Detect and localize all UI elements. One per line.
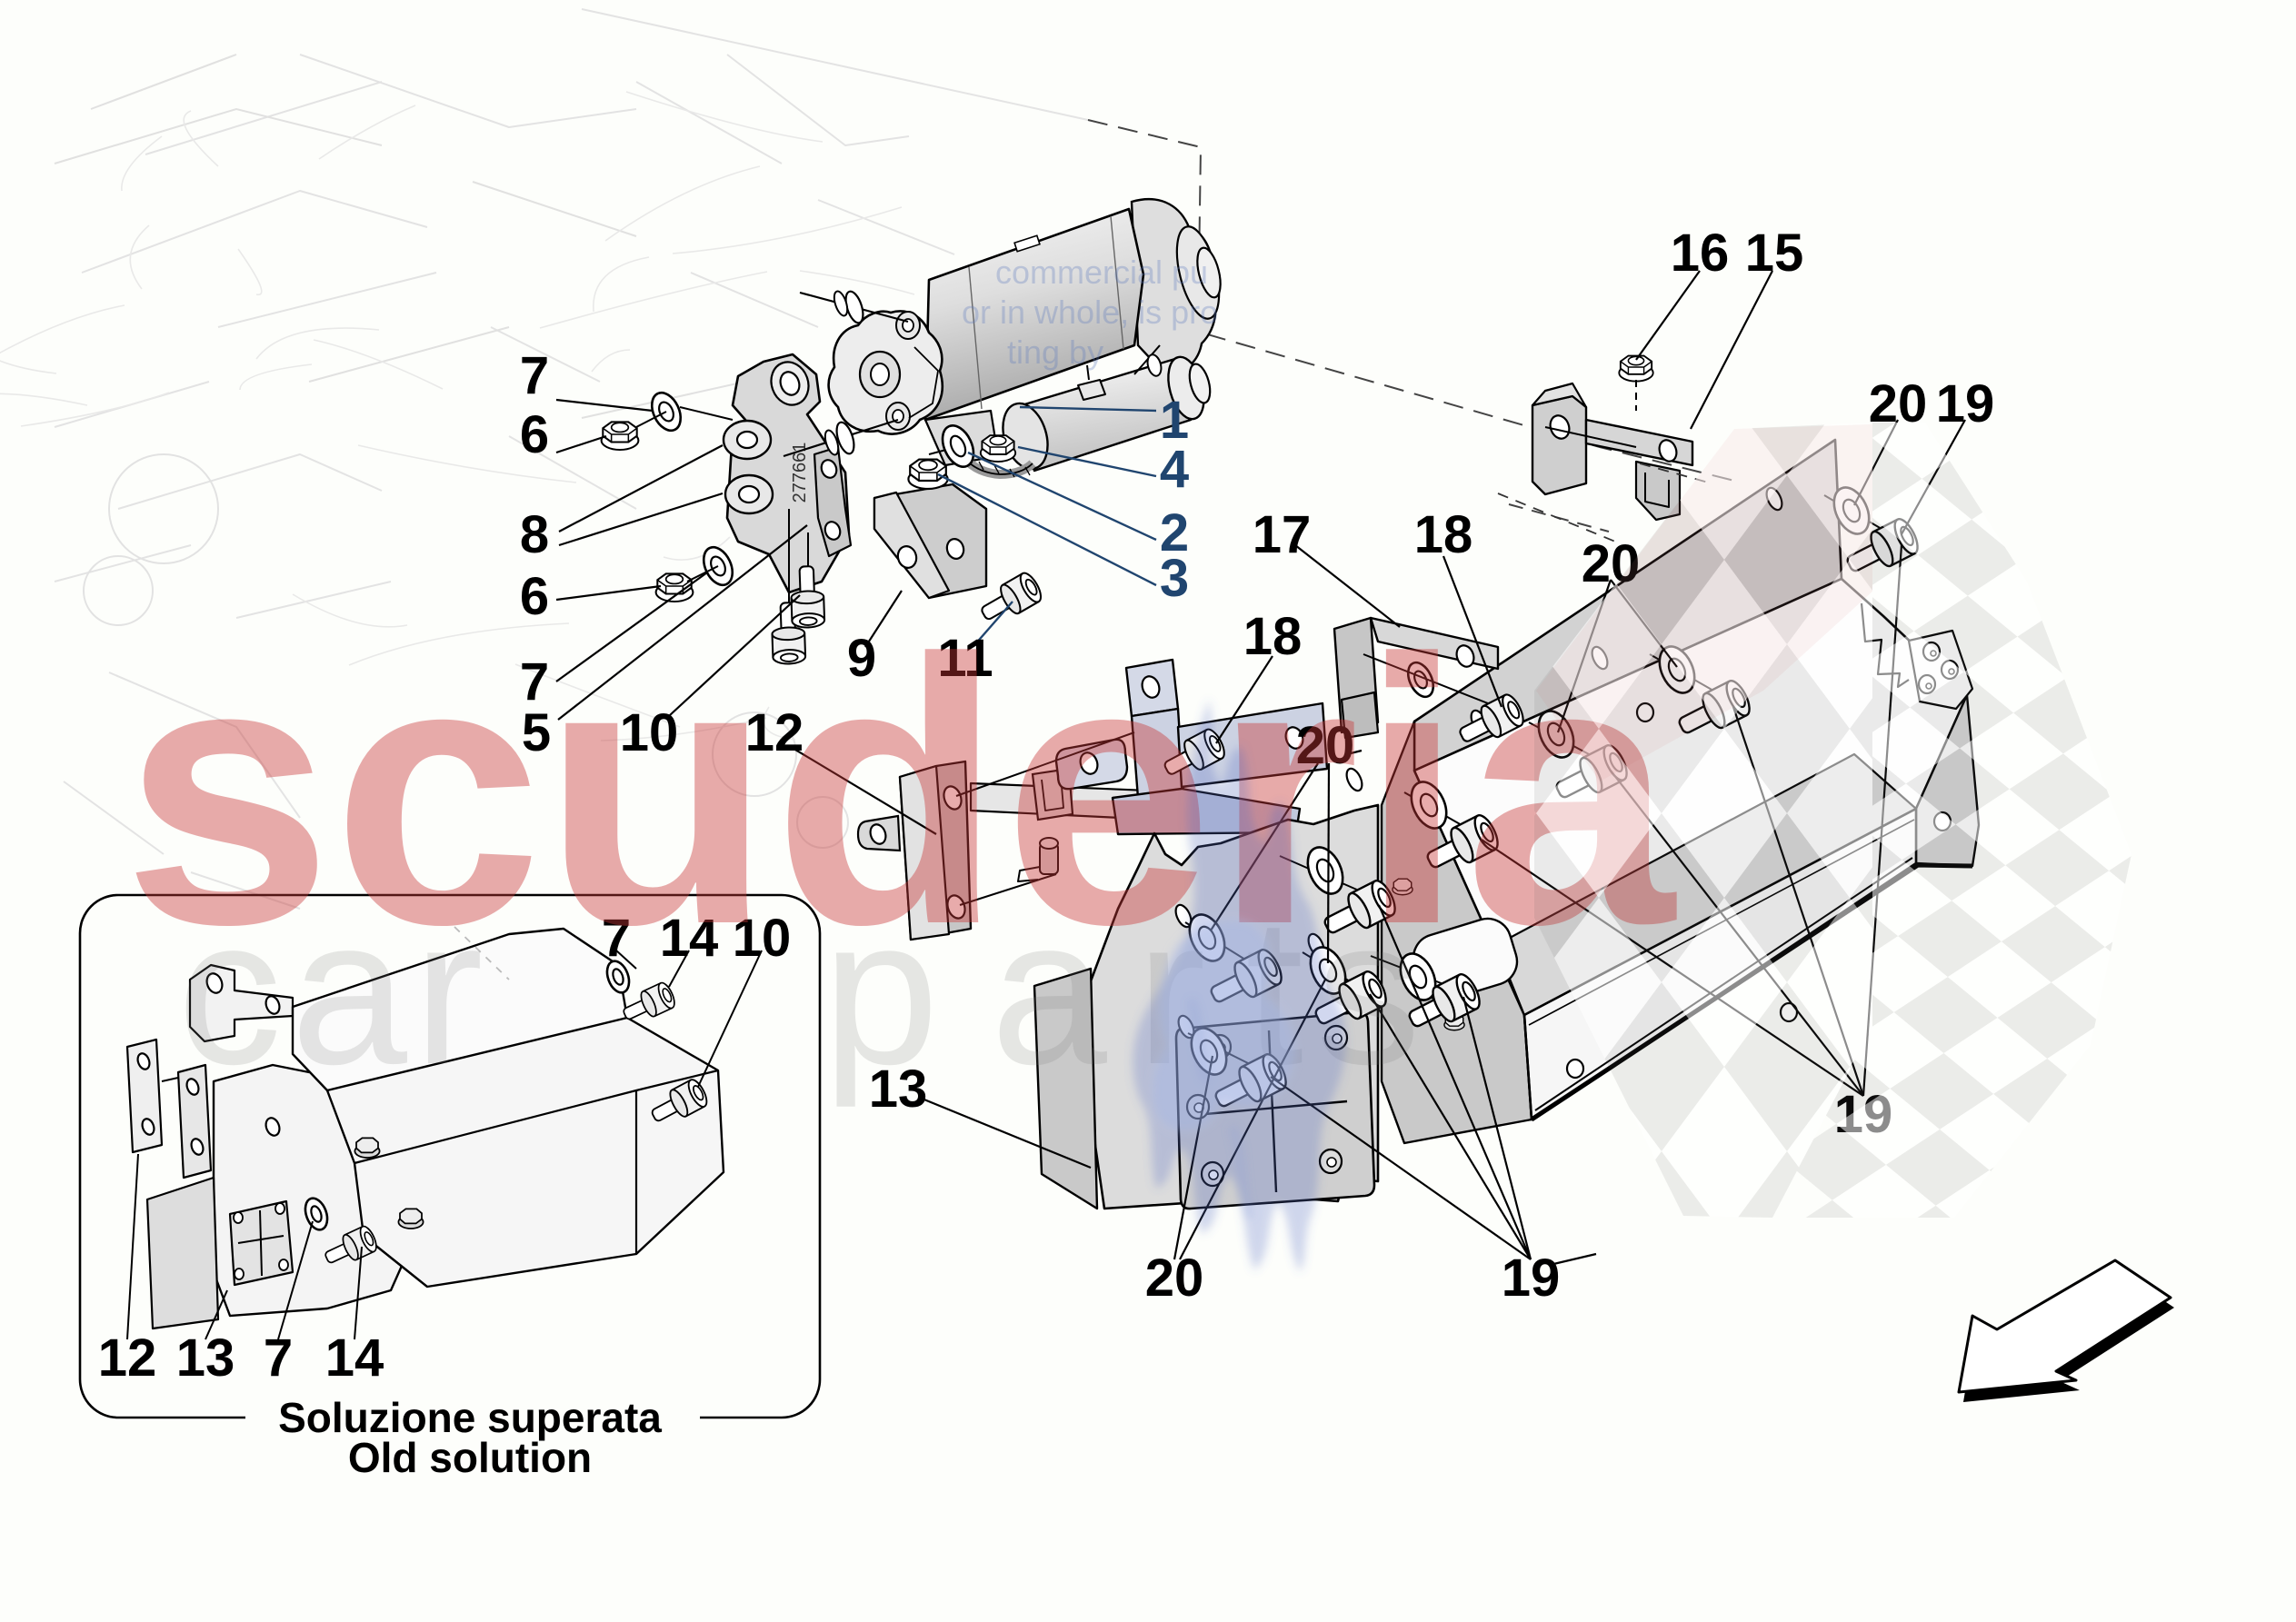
svg-text:a: a (991, 874, 1107, 1108)
svg-text:scuderia: scuderia (123, 581, 1677, 1002)
svg-text:commercial pu: commercial pu (995, 254, 1208, 291)
svg-text:19: 19 (1502, 1249, 1561, 1308)
svg-text:c: c (177, 874, 282, 1108)
svg-text:277661: 277661 (790, 443, 810, 503)
svg-text:Old solution: Old solution (348, 1434, 592, 1481)
svg-text:11: 11 (937, 629, 993, 688)
svg-text:19: 19 (1936, 374, 1995, 433)
svg-text:12: 12 (745, 703, 804, 762)
svg-text:20: 20 (1296, 716, 1355, 775)
svg-text:10: 10 (733, 909, 792, 968)
svg-text:4: 4 (1160, 440, 1189, 499)
svg-text:16: 16 (1671, 224, 1730, 283)
svg-text:6: 6 (520, 567, 549, 626)
svg-text:7: 7 (602, 909, 631, 968)
svg-text:13: 13 (869, 1060, 928, 1119)
svg-text:a: a (291, 874, 407, 1108)
svg-text:10: 10 (620, 703, 679, 762)
svg-text:7: 7 (520, 346, 549, 405)
svg-text:20: 20 (1145, 1249, 1204, 1308)
svg-text:2: 2 (1160, 503, 1189, 562)
svg-text:13: 13 (176, 1328, 235, 1388)
svg-text:r: r (414, 874, 484, 1108)
svg-text:20: 20 (1582, 534, 1641, 593)
svg-text:17: 17 (1253, 505, 1312, 564)
svg-text:12: 12 (98, 1328, 157, 1388)
svg-text:7: 7 (520, 652, 549, 711)
svg-text:ting by: ting by (1007, 333, 1103, 371)
svg-text:7: 7 (264, 1328, 293, 1388)
svg-text:6: 6 (520, 405, 549, 464)
svg-text:14: 14 (660, 909, 719, 968)
svg-text:14: 14 (325, 1328, 384, 1388)
svg-text:15: 15 (1745, 224, 1804, 283)
svg-text:18: 18 (1414, 505, 1473, 564)
svg-text:5: 5 (522, 703, 551, 762)
svg-text:or in whole, is pro: or in whole, is pro (962, 294, 1218, 331)
svg-text:3: 3 (1160, 549, 1189, 608)
svg-text:18: 18 (1243, 607, 1303, 666)
svg-text:1: 1 (1160, 391, 1189, 450)
svg-text:8: 8 (520, 505, 549, 564)
svg-text:9: 9 (847, 629, 876, 688)
svg-text:p: p (823, 874, 939, 1108)
svg-text:Soluzione superata: Soluzione superata (278, 1394, 662, 1441)
